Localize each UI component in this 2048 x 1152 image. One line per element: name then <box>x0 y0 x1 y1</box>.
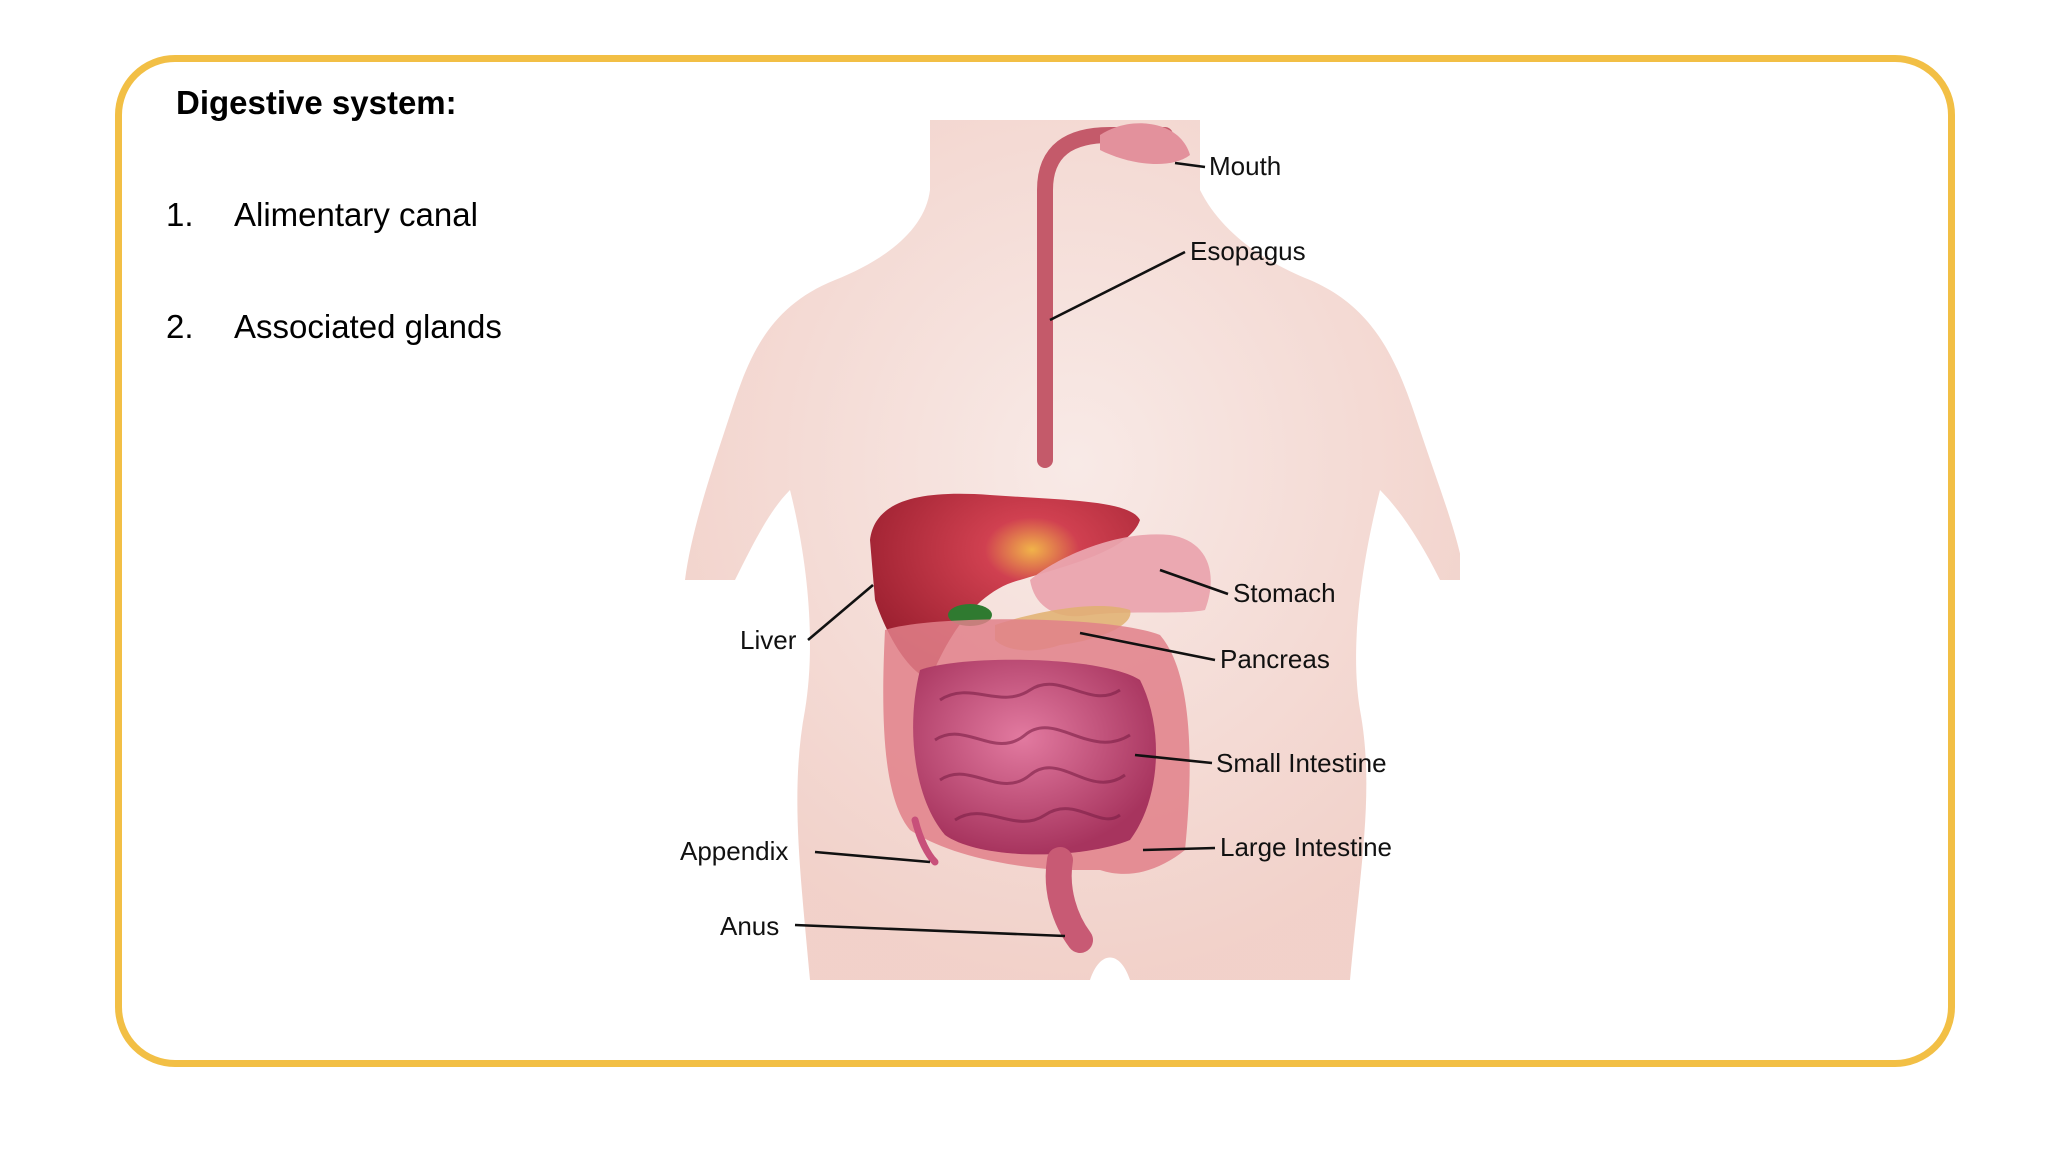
intestine-folds <box>934 682 1131 823</box>
list-text: Alimentary canal <box>234 196 478 233</box>
list-number: 1. <box>166 196 194 233</box>
label-appendix: Appendix <box>680 836 788 866</box>
slide-frame <box>115 55 1955 1067</box>
label-mouth: Mouth <box>1209 151 1281 181</box>
stomach-shape <box>1030 534 1211 617</box>
small-intestine-shape <box>913 659 1157 855</box>
leader-lines <box>794 161 1229 938</box>
list-text: Associated glands <box>234 308 502 345</box>
list-number: 2. <box>166 308 194 345</box>
label-liver: Liver <box>740 625 797 655</box>
appendix-shape <box>911 816 939 866</box>
label-large-intestine: Large Intestine <box>1220 832 1392 862</box>
rectum-shape <box>1045 847 1093 953</box>
label-pancreas: Pancreas <box>1220 644 1330 674</box>
label-anus: Anus <box>720 911 779 941</box>
label-small-intestine: Small Intestine <box>1216 748 1387 778</box>
mouth-cavity <box>1100 123 1190 165</box>
label-stomach: Stomach <box>1233 578 1336 608</box>
slide-heading: Digestive system: <box>176 84 457 121</box>
digestive-system-diagram: Mouth Esopagus Stomach Liver Pancreas Sm… <box>680 120 1460 980</box>
label-esophagus: Esopagus <box>1190 236 1306 266</box>
